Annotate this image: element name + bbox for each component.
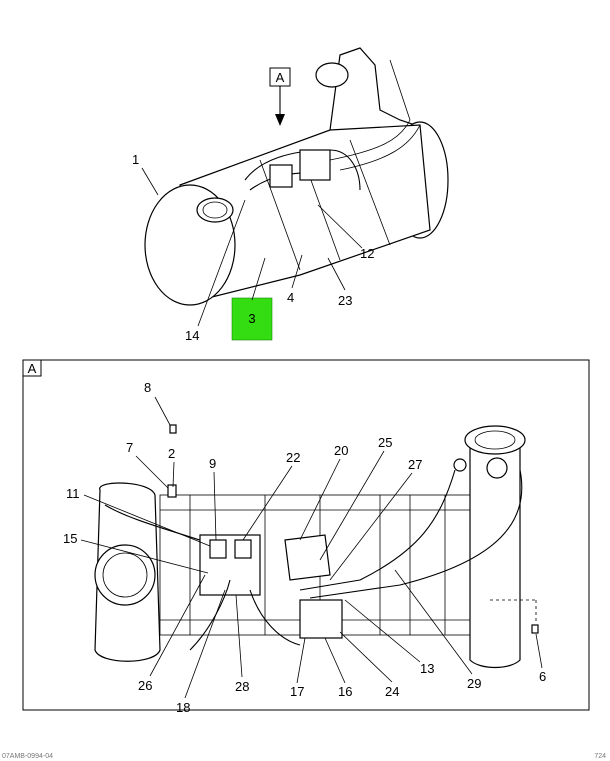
view-arrow-head xyxy=(275,114,285,126)
top-assembly-view: A 1 14 3 4 23 12 xyxy=(132,47,449,343)
callout-15: 15 xyxy=(63,531,77,546)
callout-28: 28 xyxy=(235,679,249,694)
bolt-8 xyxy=(169,424,177,434)
callout-1: 1 xyxy=(132,152,139,167)
callout-23: 23 xyxy=(338,293,352,308)
bolt-6 xyxy=(531,624,539,634)
inlet-ring xyxy=(94,544,156,606)
callout-12: 12 xyxy=(360,246,374,261)
detail-view-a: A 8 xyxy=(22,359,590,715)
harness-line xyxy=(299,469,456,591)
callout-13: 13 xyxy=(420,661,434,676)
sensor-module xyxy=(299,149,331,181)
callout-18: 18 xyxy=(176,700,190,715)
callout-4: 4 xyxy=(287,290,294,305)
callout-20: 20 xyxy=(334,443,348,458)
callout-3: 3 xyxy=(248,311,255,326)
callout-9: 9 xyxy=(209,456,216,471)
callout-8: 8 xyxy=(144,380,151,395)
callout-22: 22 xyxy=(286,450,300,465)
detail-frame-label: A xyxy=(28,361,37,376)
callout-24: 24 xyxy=(385,684,399,699)
callout-6: 6 xyxy=(539,669,546,684)
callout-29: 29 xyxy=(467,676,481,691)
callout-16: 16 xyxy=(338,684,352,699)
view-marker-label: A xyxy=(276,70,285,85)
highlight-box xyxy=(231,297,273,341)
callout-27: 27 xyxy=(408,457,422,472)
footer-drawing-id: 07AMB-0994-04 xyxy=(2,753,53,760)
outlet-tube xyxy=(469,439,521,669)
footer-page-number: 724 xyxy=(594,753,606,760)
callout-25: 25 xyxy=(378,435,392,450)
control-module xyxy=(299,599,343,639)
sensor-housing xyxy=(284,534,331,581)
inlet-port xyxy=(196,197,234,223)
detail-frame-tag xyxy=(22,359,42,377)
callout-2: 2 xyxy=(168,446,175,461)
callout-7: 7 xyxy=(126,440,133,455)
callout-14: 14 xyxy=(185,328,199,343)
callout-11: 11 xyxy=(66,486,80,501)
outlet-flange xyxy=(315,62,349,88)
callout-17: 17 xyxy=(290,684,304,699)
callout-26: 26 xyxy=(138,678,152,693)
outlet-flange xyxy=(464,425,526,455)
